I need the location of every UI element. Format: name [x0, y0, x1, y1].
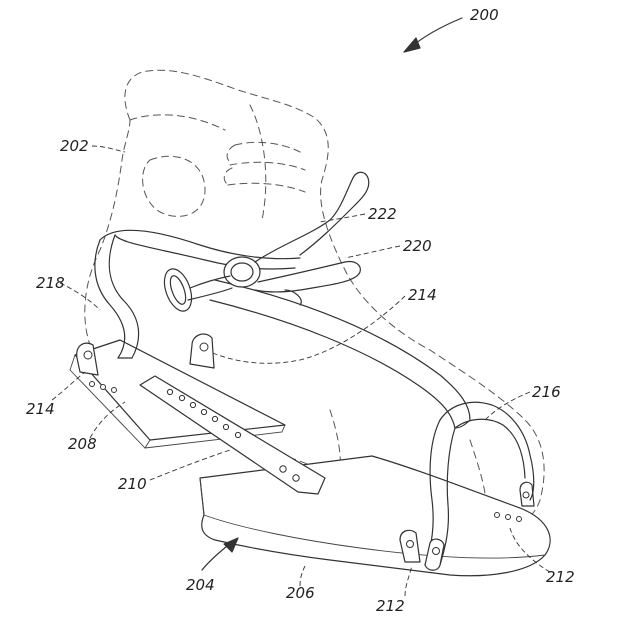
label-208: 208: [68, 435, 97, 453]
label-206: 206: [286, 584, 315, 602]
label-200: 200: [470, 6, 499, 24]
reference-arrows: [201, 17, 463, 571]
label-214-left: 214: [26, 400, 55, 418]
ankle-strap: [94, 229, 301, 359]
leader-lines: [51, 145, 551, 597]
side-strap: [209, 279, 471, 429]
left-post: [76, 342, 117, 393]
label-222: 222: [368, 205, 397, 223]
label-212-bottom: 212: [376, 597, 405, 615]
label-204: 204: [186, 576, 215, 594]
heel-plate: [69, 339, 286, 449]
label-212-right: 212: [546, 568, 575, 586]
front-loop-strap: [424, 401, 535, 571]
center-post: [189, 333, 215, 369]
sole-plate: [199, 455, 551, 577]
perforated-strap: [139, 375, 326, 495]
label-214-right: 214: [408, 286, 437, 304]
reference-labels: 200 202 222 220 218 214 216 214 208 210 …: [26, 6, 575, 615]
label-216: 216: [532, 383, 561, 401]
label-218: 218: [36, 274, 65, 292]
label-210: 210: [118, 475, 147, 493]
label-220: 220: [403, 237, 432, 255]
tie-lace: [187, 171, 370, 301]
ring-buckle: [163, 256, 261, 312]
label-202: 202: [60, 137, 89, 155]
